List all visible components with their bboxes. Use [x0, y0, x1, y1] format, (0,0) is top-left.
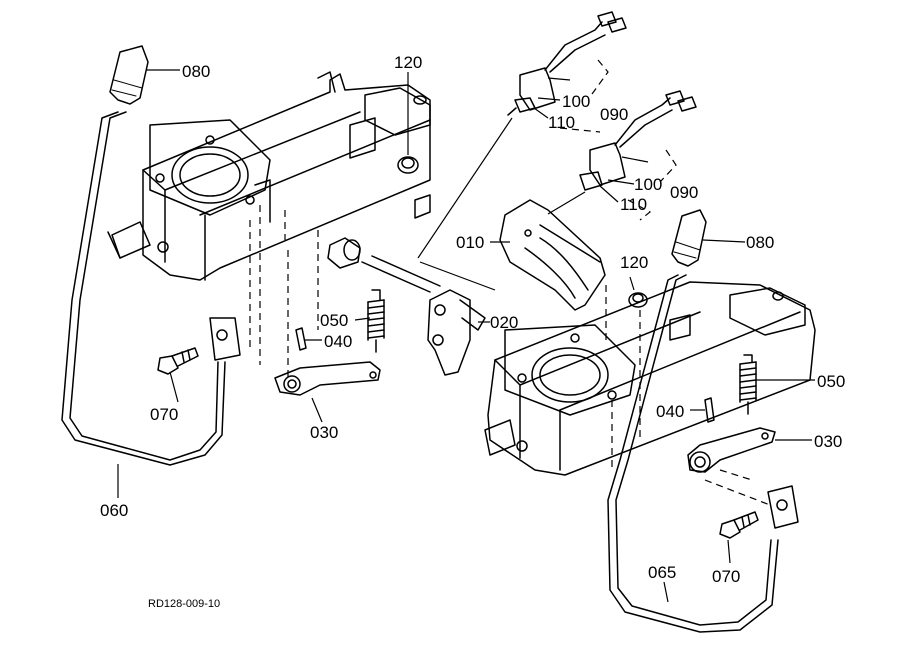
left-bolt	[157, 347, 199, 375]
callout-pin-040-left: 040	[324, 332, 352, 351]
right-arm-030	[687, 427, 776, 473]
callout-plate-010: 010	[456, 233, 484, 252]
left-spring-050	[367, 289, 385, 353]
right-spring-050	[739, 354, 757, 415]
callout-arm-left: 030	[310, 423, 338, 442]
callout-pin-040-right: 040	[656, 402, 684, 421]
left-knob	[109, 45, 149, 105]
bottom-switch	[579, 90, 697, 191]
right-rod	[607, 274, 799, 633]
callout-spring-left: 050	[320, 311, 348, 330]
right-pin-040	[704, 397, 715, 423]
right-knob	[671, 209, 707, 267]
callout-switch-bot-110: 110	[620, 195, 647, 214]
left-pin-040	[295, 327, 307, 351]
right-housing	[484, 281, 816, 476]
callout-rod-left: 060	[100, 501, 128, 520]
drawing-reference: RD128-009-10	[148, 598, 220, 610]
right-bolt	[719, 511, 759, 539]
callout-switch-top-100: 100	[562, 92, 590, 111]
left-pin-120	[397, 156, 419, 174]
plate-010	[499, 199, 606, 311]
callout-pin-right: 120	[620, 253, 648, 272]
left-shaft	[327, 237, 441, 293]
left-rod	[61, 111, 241, 466]
callout-bolt-right: 070	[712, 567, 740, 586]
callout-rod-right: 065	[648, 563, 676, 582]
callout-bolt-left: 070	[150, 405, 178, 424]
callout-switch-bot-100: 100	[634, 175, 662, 194]
callout-knob-right: 080	[746, 233, 774, 252]
callout-spring-right: 050	[817, 372, 845, 391]
callout-switch-top-090: 090	[600, 105, 628, 124]
callout-lever-plate-020: 020	[490, 313, 518, 332]
callout-switch-bot-090: 090	[670, 183, 698, 202]
callout-pin-left: 120	[394, 53, 422, 72]
lever-plate-020	[427, 289, 486, 376]
callout-knob-left: 080	[182, 62, 210, 81]
callout-switch-top-110: 110	[548, 113, 575, 132]
left-housing	[107, 71, 431, 281]
left-arm-030	[274, 361, 381, 396]
callout-arm-right: 030	[814, 432, 842, 451]
